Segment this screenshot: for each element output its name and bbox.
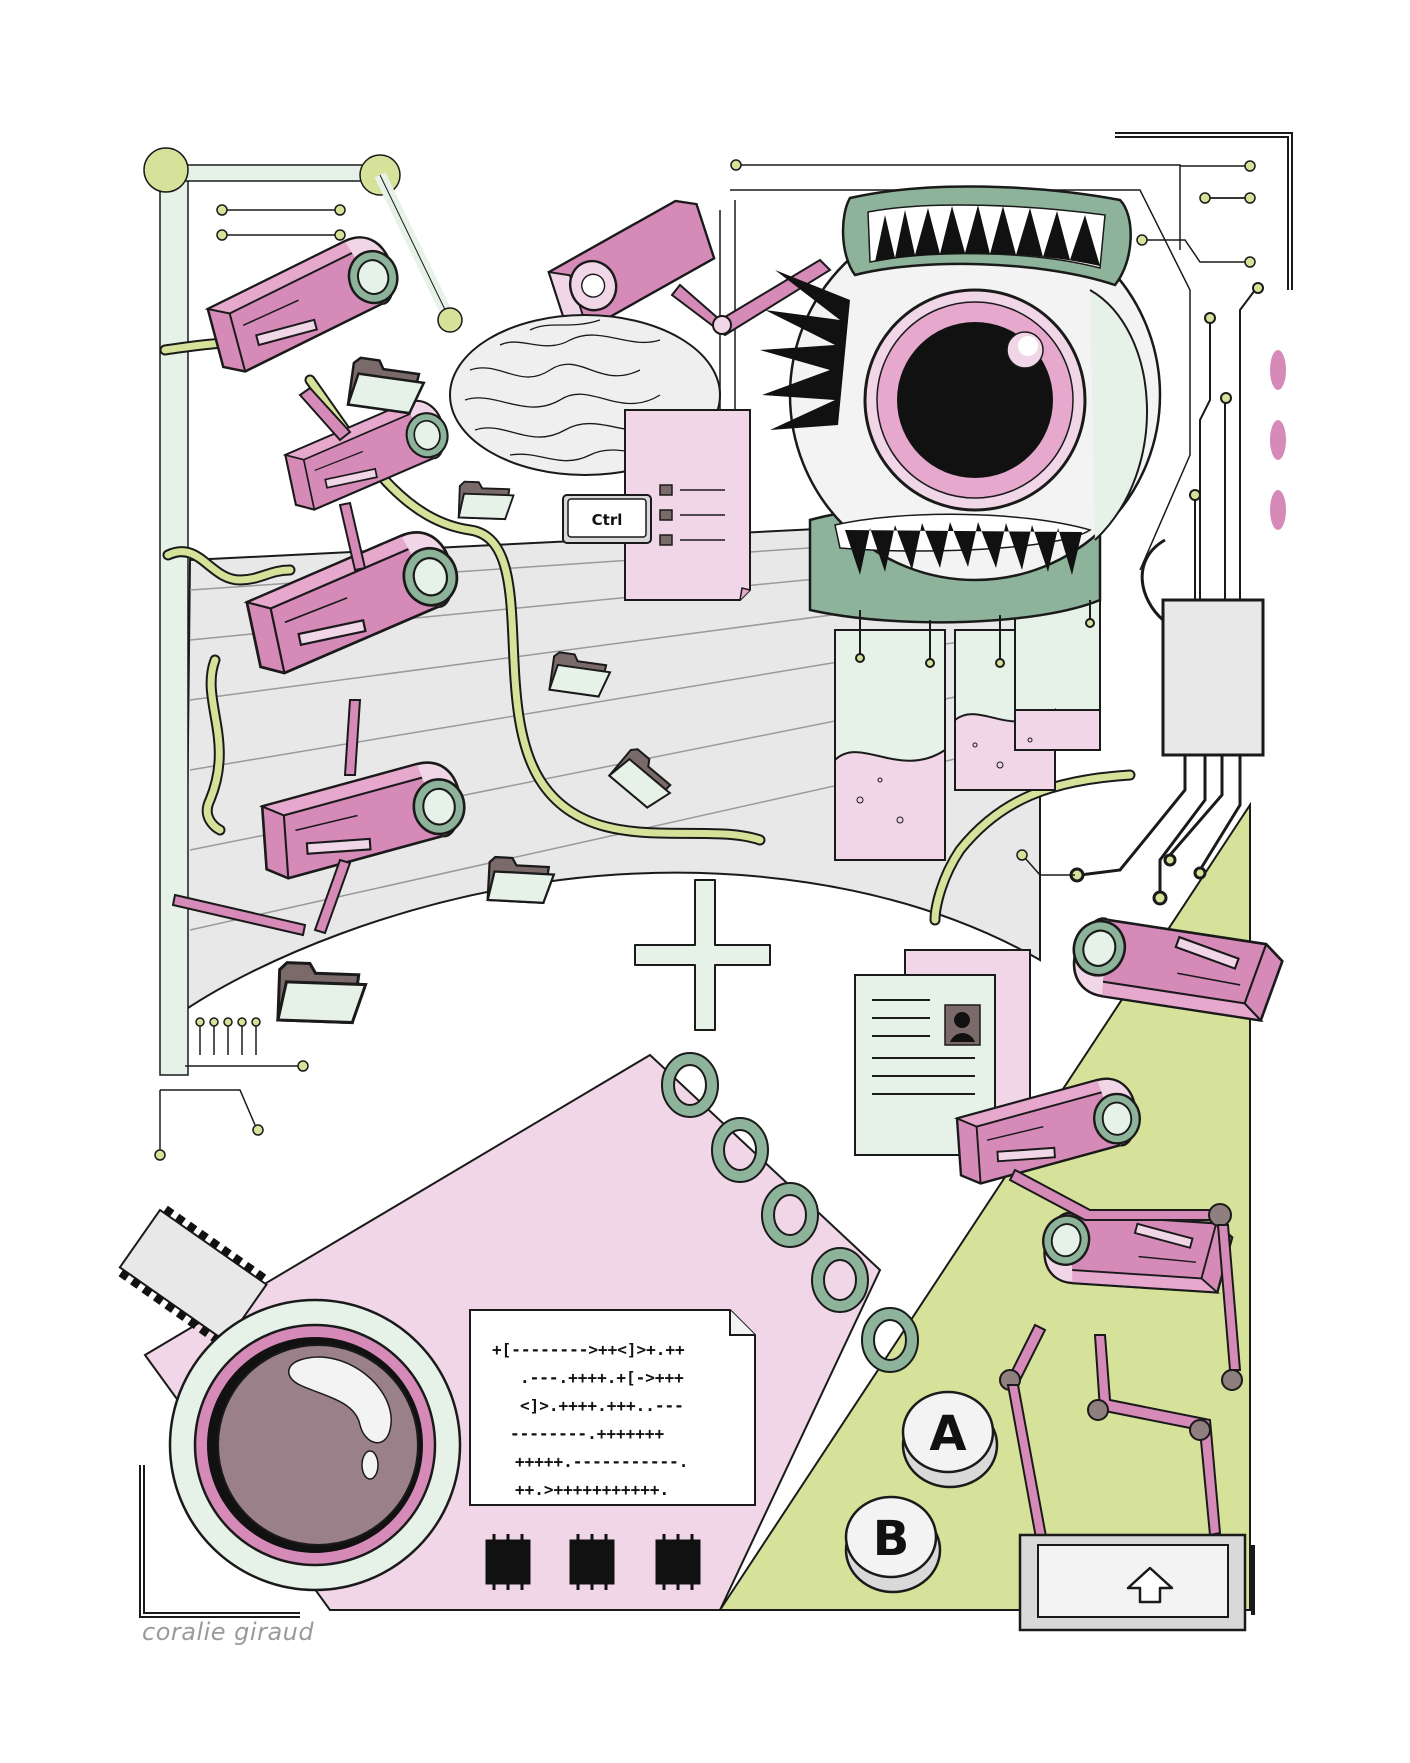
code-line: <]>.++++.+++..--- <box>520 1396 684 1415</box>
ctrl-key: Ctrl <box>562 494 652 544</box>
cables <box>159 337 1136 926</box>
spiral-notebook-icon <box>661 1052 919 1373</box>
microchip-icon <box>484 1532 532 1592</box>
security-camera-icon <box>547 199 716 331</box>
code-line: +[-------->++<]>+.++ <box>492 1340 685 1359</box>
artist-signature: coralie giraud <box>142 1618 315 1646</box>
b-button: B <box>844 1495 942 1594</box>
pink-oval-indicators <box>1270 350 1286 530</box>
code-line: ++.>+++++++++++. <box>515 1480 669 1499</box>
a-button: A <box>901 1390 999 1489</box>
folder-icon <box>457 480 515 521</box>
right-frame <box>719 132 1293 1615</box>
b-button-label: B <box>873 1511 910 1567</box>
camera-arms-right <box>999 1168 1243 1562</box>
microchip-icon <box>568 1532 616 1592</box>
a-button-label: A <box>929 1406 966 1462</box>
left-frame <box>139 147 463 1618</box>
code-line: .---.++++.+[->+++ <box>520 1368 684 1387</box>
code-document: +[-------->++<]>+.++ .---.++++.+[->+++ <… <box>469 1309 756 1506</box>
code-line: +++++.-----------. <box>515 1452 688 1471</box>
lens-icon <box>168 1298 462 1592</box>
security-camera-icon <box>198 228 413 378</box>
folder-icon <box>276 960 368 1025</box>
circuit-box <box>1161 598 1265 757</box>
security-camera-icon <box>278 394 459 515</box>
eye-icon <box>760 185 1162 861</box>
camera-arms-left <box>171 386 367 937</box>
plus-icon <box>634 879 771 1031</box>
film-strip-icon <box>118 1205 268 1346</box>
document-icon <box>624 409 751 601</box>
microchip-icon <box>654 1532 702 1592</box>
ctrl-key-label: Ctrl <box>592 511 623 529</box>
shift-key-icon <box>1018 1533 1247 1632</box>
code-line: --------.+++++++ <box>510 1424 664 1443</box>
